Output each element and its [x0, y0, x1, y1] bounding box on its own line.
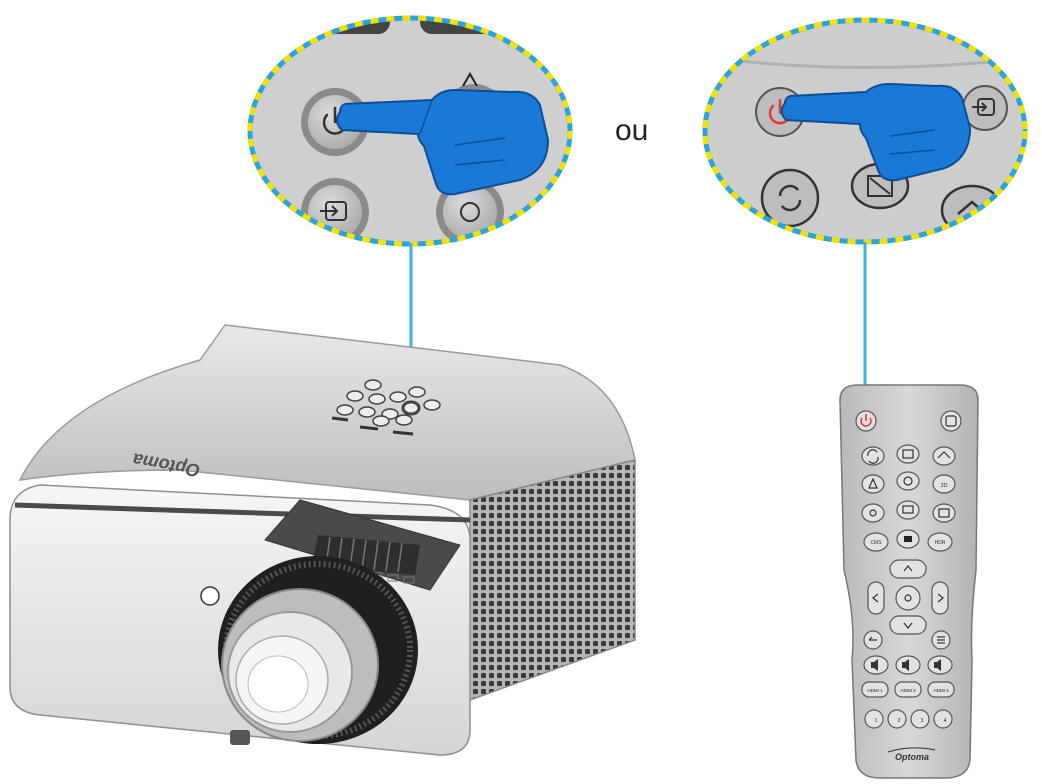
ir-sensor — [200, 586, 220, 606]
remote-hdmi2-button — [894, 681, 922, 698]
brightness-icon — [869, 509, 877, 517]
connector-word: ou — [615, 114, 648, 147]
remote-right-button — [931, 581, 949, 615]
projector: Optoma — [9, 324, 636, 756]
aspect-icon — [902, 449, 914, 459]
remote-brand: Optoma — [895, 752, 929, 762]
projector-lens — [218, 556, 418, 744]
display-mode-icon — [902, 505, 914, 514]
chevron-up-icon — [903, 565, 913, 572]
remote-source-button — [940, 410, 962, 432]
remote-user2-label: 2 — [898, 718, 901, 724]
home-icon — [937, 451, 951, 459]
resync-icon — [867, 449, 879, 464]
chevron-left-icon — [872, 593, 879, 603]
remote-up-button — [889, 559, 927, 579]
remote-pip-button — [932, 503, 956, 523]
remote-hdmi3-label: HDMI 3 — [933, 688, 949, 693]
back-icon — [868, 636, 877, 641]
remote-control: 3D CMS HDR — [839, 384, 979, 779]
projector-top-keypad — [336, 379, 441, 427]
projector-top — [18, 324, 636, 501]
remote-down-button — [889, 615, 927, 635]
remote-hdmi3-button — [927, 681, 955, 698]
remote-callout — [702, 17, 1028, 245]
remote-brightness-button — [861, 503, 885, 523]
remote-contrast-button — [896, 471, 920, 491]
projector-keypad-callout — [247, 15, 573, 247]
remote-user1-button — [864, 709, 884, 729]
remote-cms-label: CMS — [870, 540, 882, 546]
chevron-down-icon — [903, 622, 913, 629]
remote-cms-button — [863, 532, 889, 552]
keystone-icon — [868, 477, 878, 489]
remote-user4-label: 4 — [944, 718, 947, 724]
enter-circle-icon — [460, 202, 480, 222]
remote-closeup-resync-button — [760, 168, 820, 228]
remote-dpad — [867, 559, 949, 635]
volume-up-icon — [934, 659, 941, 671]
remote-hdr-button — [927, 532, 953, 552]
remote-3d-label: 3D — [940, 483, 947, 489]
source-input-icon — [320, 201, 347, 221]
remote-3d-button — [932, 474, 956, 494]
remote-hdr-label: HDR — [935, 540, 946, 546]
resync-icon — [778, 184, 802, 212]
remote-power-button — [855, 410, 877, 432]
menu-icon — [937, 636, 945, 644]
remote-enter-button — [895, 585, 921, 611]
remote-home-button — [932, 446, 956, 466]
remote-left-button — [867, 581, 885, 615]
projector-foot — [230, 730, 250, 745]
volume-down-icon — [871, 659, 878, 671]
remote-resync-button — [861, 446, 885, 466]
source-input-icon — [945, 415, 957, 427]
chevron-right-icon — [937, 593, 944, 603]
enter-circle-icon — [904, 594, 912, 602]
remote-user3-label: 3 — [921, 718, 924, 724]
projector-side-vent — [469, 459, 636, 702]
remote-display-mode-button — [896, 500, 920, 520]
remote-body — [839, 384, 979, 779]
remote-hdmi1-label: HDMI 1 — [867, 688, 883, 693]
pip-icon — [938, 508, 950, 518]
chevron-up-icon — [462, 72, 478, 87]
remote-user4-button — [933, 709, 953, 729]
power-icon — [860, 414, 872, 427]
remote-hdmi2-label: HDMI 2 — [900, 688, 916, 693]
remote-aspect-button — [896, 444, 920, 464]
mute-icon — [902, 659, 909, 671]
source-input-icon — [972, 98, 995, 116]
pointing-hand-icon — [780, 82, 972, 182]
remote-keystone-button — [861, 474, 885, 494]
aspect-icon — [867, 175, 893, 197]
remote-hdmi1-button — [861, 681, 889, 698]
remote-user3-button — [910, 709, 930, 729]
pointing-hand-icon — [336, 88, 550, 196]
remote-user2-button — [887, 709, 907, 729]
remote-user1-label: 1 — [875, 718, 878, 724]
contrast-icon — [903, 476, 913, 486]
